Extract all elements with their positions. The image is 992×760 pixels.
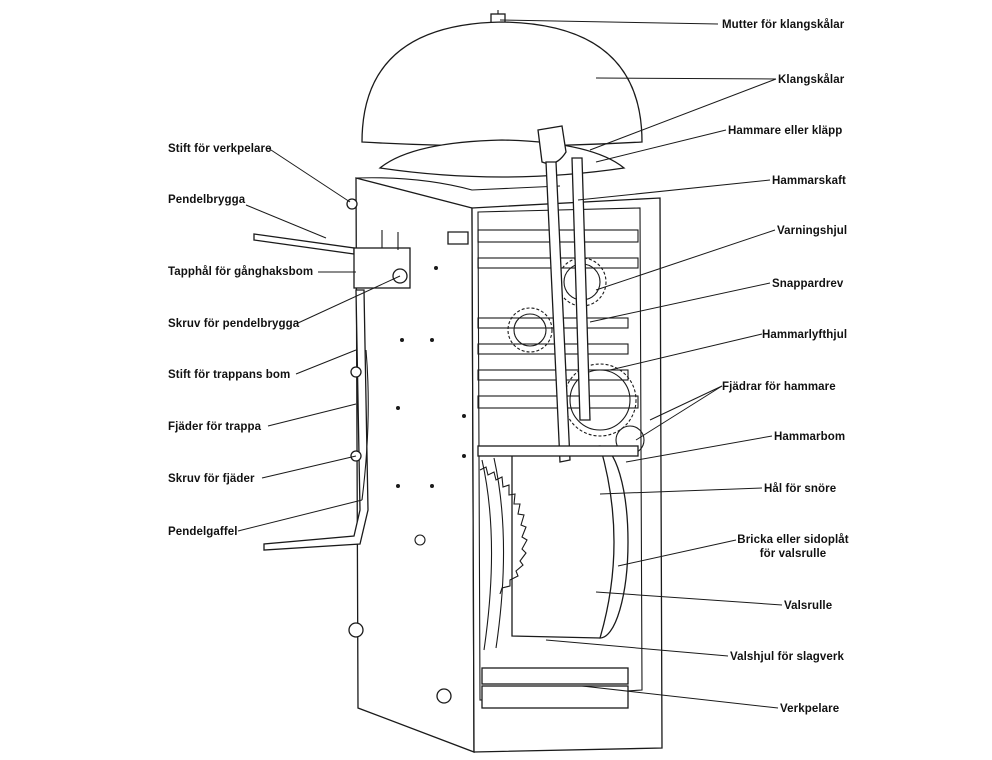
label-skruv-pendelbrygga: Skruv för pendelbrygga — [168, 318, 300, 330]
label-skruv-fjader: Skruv för fjäder — [168, 473, 255, 485]
crutch — [263, 289, 369, 551]
label-valshjul: Valshjul för slagverk — [730, 651, 844, 663]
label-pendelgaffel: Pendelgaffel — [168, 526, 238, 538]
bell-lower — [378, 139, 626, 178]
leader-lines-left — [237, 147, 401, 532]
label-bricka: Bricka eller sidoplåt för valsrulle — [736, 533, 850, 561]
label-mutter: Mutter för klangskålar — [722, 19, 845, 31]
label-hammarbom: Hammarbom — [774, 431, 846, 443]
label-fjader-trappa: Fjäder för trappa — [168, 421, 262, 433]
plate-details — [346, 198, 469, 704]
label-verkpelare: Verkpelare — [780, 703, 840, 715]
hammer-arbor — [477, 445, 639, 457]
label-bricka-line2: för valsrulle — [759, 548, 827, 560]
label-stift-trappans: Stift för trappans bom — [168, 369, 291, 381]
label-klangskalar: Klangskålar — [778, 74, 845, 86]
label-hammarlyfthjul: Hammarlyfthjul — [762, 329, 848, 341]
bell-dome — [361, 21, 643, 147]
label-tapphal: Tapphål för gånghaksbom — [168, 266, 314, 278]
leader-lines — [499, 19, 783, 709]
great-wheel — [479, 466, 528, 595]
label-bricka-line1: Bricka eller sidoplåt — [737, 534, 849, 546]
label-hal-snore: Hål för snöre — [764, 483, 837, 495]
label-fjadrar: Fjädrar för hammare — [722, 381, 836, 393]
label-valsrulle: Valsrulle — [784, 600, 833, 612]
label-stift-verkpelare: Stift för verkpelare — [168, 143, 272, 155]
label-hammare: Hammare eller kläpp — [728, 125, 843, 137]
pendulum-bridge — [253, 230, 411, 289]
bell-nut — [490, 10, 506, 24]
label-snappardrev: Snappardrev — [772, 278, 844, 290]
hammer — [537, 125, 591, 463]
label-pendelbrygga: Pendelbrygga — [168, 194, 246, 206]
label-hammarskaft: Hammarskaft — [772, 175, 846, 187]
label-varningshjul: Varningshjul — [777, 225, 848, 237]
